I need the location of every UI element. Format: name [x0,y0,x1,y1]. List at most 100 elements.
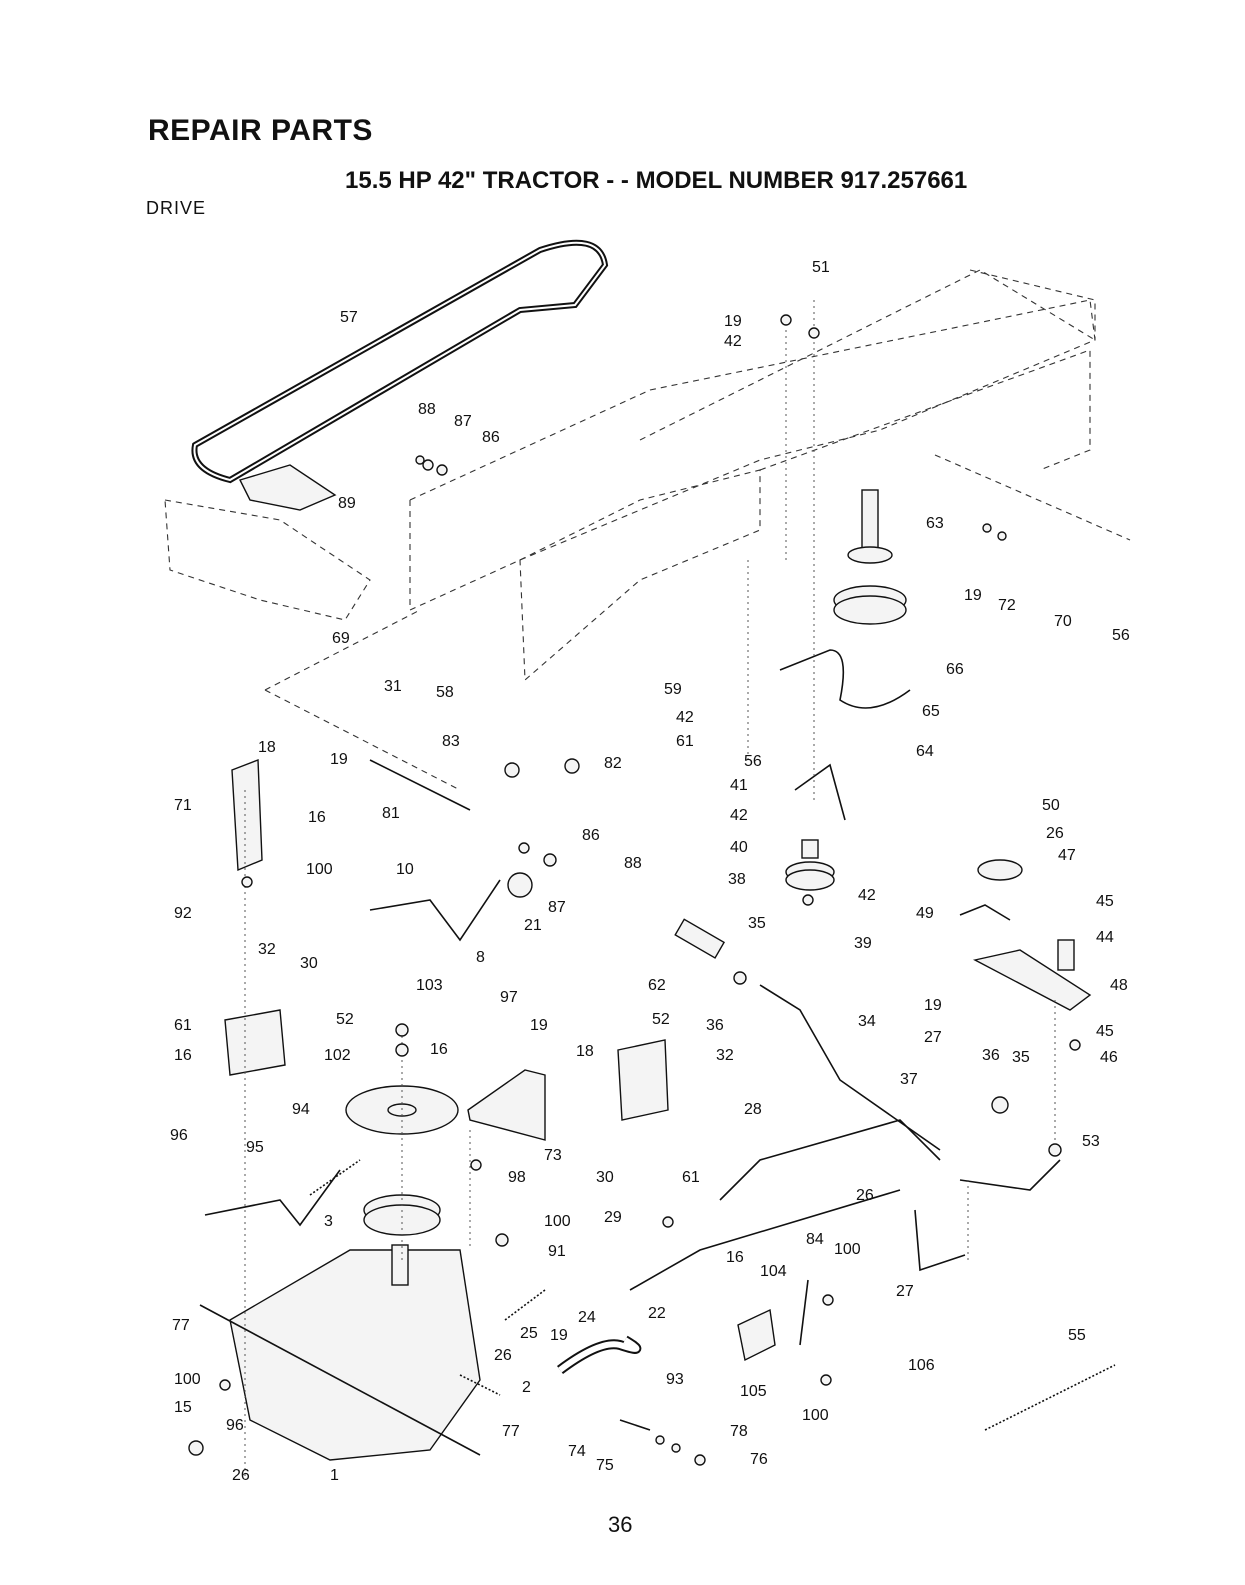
part-callout-35: 35 [1012,1049,1030,1066]
part-callout-42: 42 [676,709,694,726]
part-callout-37: 37 [900,1071,918,1088]
part-callout-96: 96 [226,1417,244,1434]
part-callout-39: 39 [854,935,872,952]
clutch-rods [674,918,1061,1201]
part-callout-52: 52 [336,1011,354,1028]
spring-55 [984,1364,1116,1431]
part-callout-45: 45 [1096,1023,1114,1040]
part-callout-63: 63 [926,515,944,532]
part-callout-100: 100 [306,861,333,878]
part-callout-88: 88 [624,855,642,872]
part-callout-27: 27 [924,1029,942,1046]
part-callout-3: 3 [324,1213,333,1230]
part-callout-100: 100 [544,1213,571,1230]
part-callout-57: 57 [340,309,358,326]
part-callout-40: 40 [730,839,748,856]
engine-pulley [833,489,907,625]
part-callout-19: 19 [550,1327,568,1344]
part-callout-34: 34 [858,1013,876,1030]
part-callout-47: 47 [1058,847,1076,864]
part-callout-35: 35 [748,915,766,932]
part-callout-31: 31 [384,678,402,695]
alignment-lines [244,300,1056,1480]
part-callout-56: 56 [1112,627,1130,644]
part-callout-100: 100 [174,1371,201,1388]
part-callout-19: 19 [924,997,942,1014]
part-callout-18: 18 [258,739,276,756]
part-callout-78: 78 [730,1423,748,1440]
part-callout-32: 32 [716,1047,734,1064]
part-callout-32: 32 [258,941,276,958]
drive-belt [191,239,609,484]
part-callout-38: 38 [728,871,746,888]
part-callout-2: 2 [522,1379,531,1396]
chassis-frame-outline [164,269,1131,791]
part-callout-102: 102 [324,1047,351,1064]
part-callout-15: 15 [174,1399,192,1416]
part-callout-73: 73 [544,1147,562,1164]
idler-arm-assembly [959,859,1092,1011]
part-callout-52: 52 [652,1011,670,1028]
part-callout-28: 28 [744,1101,762,1118]
part-callout-103: 103 [416,977,443,994]
part-callout-41: 41 [730,777,748,794]
spring-25 [504,1289,546,1321]
part-callout-96: 96 [170,1127,188,1144]
part-callout-74: 74 [568,1443,586,1460]
part-callout-29: 29 [604,1209,622,1226]
part-callout-16: 16 [308,809,326,826]
part-callout-16: 16 [430,1041,448,1058]
part-callout-104: 104 [760,1263,787,1280]
part-callout-27: 27 [896,1283,914,1300]
part-callout-61: 61 [682,1169,700,1186]
part-callout-50: 50 [1042,797,1060,814]
part-callout-26: 26 [232,1467,250,1484]
part-callout-61: 61 [174,1017,192,1034]
part-callout-18: 18 [576,1043,594,1060]
part-callout-8: 8 [476,949,485,966]
part-callout-71: 71 [174,797,192,814]
shift-lever-95 [204,1169,341,1227]
part-callout-10: 10 [396,861,414,878]
part-callout-95: 95 [246,1139,264,1156]
part-callout-97: 97 [500,989,518,1006]
part-callout-26: 26 [494,1347,512,1364]
part-callout-75: 75 [596,1457,614,1474]
spring-2 [459,1374,501,1396]
part-callout-30: 30 [300,955,318,972]
part-callout-93: 93 [666,1371,684,1388]
part-callout-16: 16 [174,1047,192,1064]
part-callout-46: 46 [1100,1049,1118,1066]
model-subtitle: 15.5 HP 42" TRACTOR - - MODEL NUMBER 917… [345,167,968,194]
link-84 [799,1279,809,1346]
idler-pulley [785,763,846,891]
bracket-30b [617,1039,669,1121]
part-callout-77: 77 [502,1423,520,1440]
part-callout-49: 49 [916,905,934,922]
part-callout-86: 86 [482,429,500,446]
part-callout-19: 19 [530,1017,548,1034]
belt-keeper [779,649,911,709]
part-callout-42: 42 [724,333,742,350]
part-callout-48: 48 [1110,977,1128,994]
part-callout-83: 83 [442,733,460,750]
part-callout-81: 81 [382,805,400,822]
part-callout-24: 24 [578,1309,596,1326]
part-callout-82: 82 [604,755,622,772]
part-callout-26: 26 [1046,825,1064,842]
part-callout-92: 92 [174,905,192,922]
part-callout-89: 89 [338,495,356,512]
rod-27 [914,1209,966,1272]
part-callout-100: 100 [834,1241,861,1258]
brake-rod [629,1189,901,1291]
part-callout-59: 59 [664,681,682,698]
part-callout-56: 56 [744,753,762,770]
section-label: DRIVE [146,198,207,218]
part-callout-61: 61 [676,733,694,750]
transaxle [199,1244,481,1461]
part-callout-105: 105 [740,1383,767,1400]
part-callout-64: 64 [916,743,934,760]
rod-74 [619,1419,651,1431]
part-callout-21: 21 [524,917,542,934]
